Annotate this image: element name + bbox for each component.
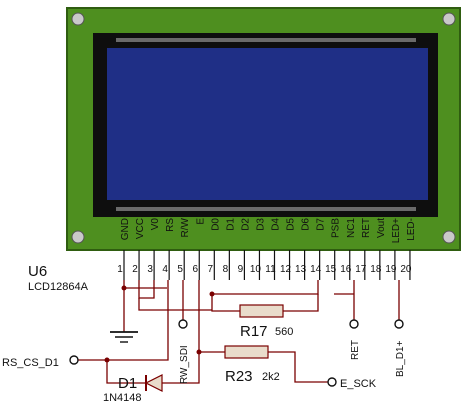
pin-number-14: 14 bbox=[310, 264, 322, 275]
pin-number-3: 3 bbox=[147, 264, 153, 275]
pin-name-20: LED- bbox=[406, 218, 417, 241]
bezel-bottom-strip bbox=[116, 207, 416, 211]
wire-r17-right bbox=[283, 294, 319, 312]
ground-symbol bbox=[110, 331, 138, 343]
pin-number-13: 13 bbox=[295, 264, 307, 275]
wire-e bbox=[198, 280, 225, 353]
resistor-r17[interactable] bbox=[239, 304, 284, 318]
pin-lines bbox=[123, 250, 411, 280]
terminal-e-sck[interactable] bbox=[327, 377, 337, 387]
diode-part: 1N4148 bbox=[103, 392, 142, 404]
pin-number-19: 19 bbox=[385, 264, 397, 275]
lcd-screen bbox=[107, 48, 428, 200]
pin-name-18: Vout bbox=[376, 218, 387, 238]
pin-name-14: D7 bbox=[316, 218, 327, 231]
wire-vcc-v0 bbox=[138, 280, 155, 299]
pin-name-11: D4 bbox=[271, 218, 282, 231]
junction-3 bbox=[104, 357, 110, 363]
pin-name-3: V0 bbox=[150, 218, 161, 231]
terminal-rw-sdi[interactable] bbox=[178, 319, 188, 329]
pin-number-18: 18 bbox=[370, 264, 382, 275]
pin-number-8: 8 bbox=[223, 264, 229, 275]
terminal-bl[interactable] bbox=[394, 319, 404, 329]
pin-name-6: E bbox=[195, 218, 206, 225]
terminal-rs-cs[interactable] bbox=[69, 355, 79, 365]
diode-d1[interactable] bbox=[122, 374, 163, 392]
component-part: LCD12864A bbox=[28, 281, 89, 293]
pin-number-7: 7 bbox=[208, 264, 214, 275]
mount-hole-bottom-right bbox=[442, 230, 456, 244]
pin-name-19: LED+ bbox=[391, 218, 402, 243]
pin-name-12: D5 bbox=[286, 218, 297, 231]
pin-name-15: PSB bbox=[331, 218, 342, 238]
pin-name-4: RS bbox=[165, 218, 176, 232]
wire-r23-right bbox=[268, 351, 328, 383]
pin-number-1: 1 bbox=[117, 264, 123, 275]
mount-hole-bottom-left bbox=[71, 230, 85, 244]
pin-number-20: 20 bbox=[400, 264, 412, 275]
net-rs-cs-label: RS_CS_D1 bbox=[2, 357, 59, 369]
pin-name-8: D1 bbox=[225, 218, 236, 231]
pin-name-5: R/W bbox=[180, 217, 191, 237]
pin-number-9: 9 bbox=[238, 264, 244, 275]
wire-rs-to-diode bbox=[106, 360, 122, 384]
r23-ref: R23 bbox=[225, 368, 253, 385]
wire-r17-left bbox=[211, 294, 240, 312]
pin-name-10: D3 bbox=[255, 218, 266, 231]
mount-hole-top-left bbox=[71, 12, 85, 26]
pin-number-12: 12 bbox=[280, 264, 292, 275]
pin-number-5: 5 bbox=[177, 264, 183, 275]
pin-number-2: 2 bbox=[132, 264, 138, 275]
pin-name-9: D2 bbox=[240, 218, 251, 231]
junction-4 bbox=[196, 349, 202, 355]
wire-psb-bus bbox=[138, 298, 212, 311]
resistor-r23[interactable] bbox=[224, 345, 269, 359]
lcd-module bbox=[66, 7, 461, 251]
wire-e-down bbox=[162, 352, 200, 384]
net-e-sck-label: E_SCK bbox=[340, 378, 377, 390]
net-bl-label: BL_D1+ bbox=[395, 340, 406, 377]
pin-number-11: 11 bbox=[265, 264, 276, 275]
net-rw-sdi-label: RW_SDI bbox=[179, 345, 190, 384]
pin-name-2: VCC bbox=[135, 218, 146, 239]
pin-name-labels: GND VCC V0 RS R/W E D0 D1 D2 D3 D4 D5 D6 D7 PSB NC1 RET V… bbox=[120, 217, 417, 243]
r17-ref: R17 bbox=[240, 323, 268, 340]
component-ref: U6 bbox=[28, 263, 47, 280]
net-ret-label: RET bbox=[350, 340, 361, 360]
pin-number-16: 16 bbox=[340, 264, 352, 275]
terminal-ret[interactable] bbox=[349, 319, 359, 329]
pin-number-6: 6 bbox=[192, 264, 198, 275]
bezel-top-strip bbox=[116, 38, 416, 42]
pin-name-13: D6 bbox=[301, 218, 312, 231]
pin-name-7: D0 bbox=[210, 218, 221, 231]
pin-number-4: 4 bbox=[162, 264, 168, 275]
wires bbox=[74, 280, 400, 384]
r17-value: 560 bbox=[275, 326, 293, 338]
diode-ref: D1 bbox=[118, 375, 137, 392]
pin-number-17: 17 bbox=[355, 264, 367, 275]
pin-number-10: 10 bbox=[250, 264, 262, 275]
mount-hole-top-right bbox=[442, 12, 456, 26]
pin-name-17: RET bbox=[361, 218, 372, 238]
wire-pins-top-bus bbox=[212, 280, 319, 295]
pin-number-15: 15 bbox=[325, 264, 337, 275]
pin-name-1: GND bbox=[120, 218, 131, 240]
net-terminals bbox=[69, 319, 404, 387]
r23-value: 2k2 bbox=[262, 371, 280, 383]
pin-name-16: NC1 bbox=[346, 218, 357, 238]
